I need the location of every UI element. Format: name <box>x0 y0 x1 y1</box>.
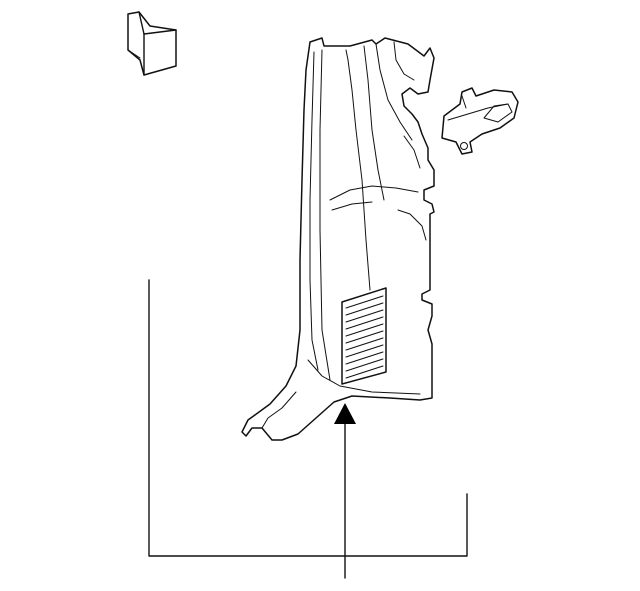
pillar-trim-panel-icon <box>241 37 435 441</box>
callout-bracket <box>148 279 468 579</box>
arrow-up-icon <box>334 403 356 424</box>
clip-icon <box>127 11 177 76</box>
vent-grille-icon <box>341 287 387 385</box>
bracket-icon <box>441 87 519 155</box>
